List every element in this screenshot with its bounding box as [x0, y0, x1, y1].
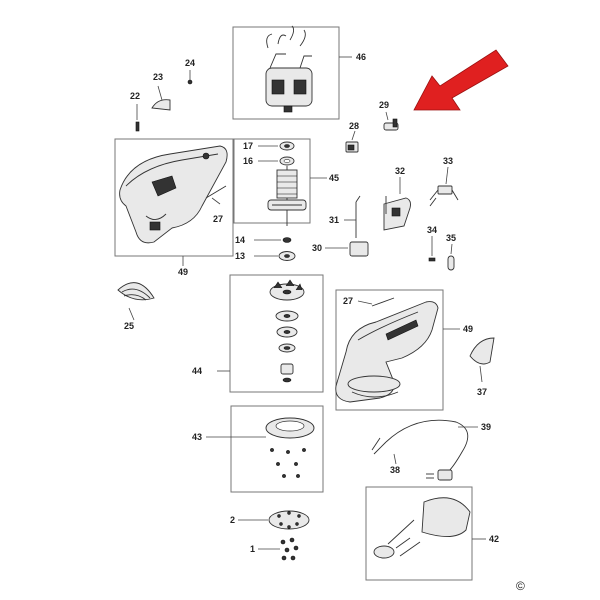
- cover-plate-part: [151, 99, 171, 111]
- callout-1: 1: [250, 544, 255, 554]
- sander-body-part: [335, 301, 439, 403]
- callout-46: 46: [356, 52, 366, 62]
- pad-base-part: [265, 417, 315, 478]
- dust-bag-part: [373, 497, 471, 559]
- callout-38: 38: [390, 465, 400, 475]
- leader-lines: [128, 56, 486, 550]
- screw-34: [428, 257, 436, 262]
- bolt-part: [280, 363, 294, 383]
- washer-16: [279, 156, 295, 166]
- callout-34: 34: [427, 225, 437, 235]
- switch-part: [383, 196, 411, 231]
- pad-screws-part: [280, 537, 299, 561]
- callout-24: 24: [185, 58, 195, 68]
- fan-assembly-box: [229, 274, 324, 393]
- brush-holder-part: [345, 141, 359, 153]
- copyright-mark: ©: [516, 579, 525, 593]
- callout-28: 28: [349, 121, 359, 131]
- callout-30: 30: [312, 243, 322, 253]
- callout-49b: 49: [463, 324, 473, 334]
- callout-27b: 27: [343, 296, 353, 306]
- callout-39: 39: [481, 422, 491, 432]
- callout-44: 44: [192, 366, 202, 376]
- dust-bag-box: [365, 486, 473, 581]
- bearing-13: [278, 251, 296, 261]
- armature-part: [267, 166, 307, 226]
- callout-35: 35: [446, 233, 456, 243]
- bearing-17: [279, 141, 295, 151]
- callout-32: 32: [395, 166, 405, 176]
- callout-33: 33: [443, 156, 453, 166]
- felt-pad-25: [117, 282, 155, 301]
- motor-field-box: [232, 26, 340, 120]
- housing-half-part: [119, 145, 228, 244]
- bearing-part: [276, 326, 298, 338]
- sanding-disc-part: [268, 510, 310, 530]
- terminal-part: [349, 195, 369, 257]
- callout-14: 14: [235, 235, 245, 245]
- small-pin-part: [187, 79, 193, 85]
- callout-25: 25: [124, 321, 134, 331]
- callout-27a: 27: [213, 214, 223, 224]
- power-cord-part: [371, 419, 469, 481]
- callout-labels: 46 24 23 22 29 28 17 16 45 32 33 27 31 1…: [124, 52, 499, 554]
- armature-box: [233, 138, 311, 224]
- callout-17: 17: [243, 141, 253, 151]
- callout-43: 43: [192, 432, 202, 442]
- fan-part: [269, 279, 305, 301]
- callout-16: 16: [243, 156, 253, 166]
- highlight-arrow: [413, 49, 509, 111]
- motor-field-part: [265, 25, 313, 113]
- bushing-part: [278, 343, 296, 353]
- pin-35: [447, 255, 455, 271]
- callout-37: 37: [477, 387, 487, 397]
- callout-23: 23: [153, 72, 163, 82]
- callout-13: 13: [235, 251, 245, 261]
- rod-part: [205, 185, 227, 199]
- screw-part: [135, 121, 140, 132]
- connector-part: [429, 185, 459, 207]
- callout-2: 2: [230, 515, 235, 525]
- callout-31: 31: [329, 215, 339, 225]
- rod-part-2: [371, 297, 395, 307]
- callout-49a: 49: [178, 267, 188, 277]
- nut-14: [282, 237, 292, 243]
- counterweight-part: [275, 310, 299, 322]
- housing-half-box: [114, 138, 234, 257]
- side-cover-37: [469, 337, 495, 365]
- callout-29: 29: [379, 100, 389, 110]
- sander-body-box: [335, 289, 444, 411]
- lever-part: [383, 118, 399, 131]
- callout-45: 45: [329, 173, 339, 183]
- callout-42: 42: [489, 534, 499, 544]
- pad-box: [230, 405, 324, 493]
- callout-22: 22: [130, 91, 140, 101]
